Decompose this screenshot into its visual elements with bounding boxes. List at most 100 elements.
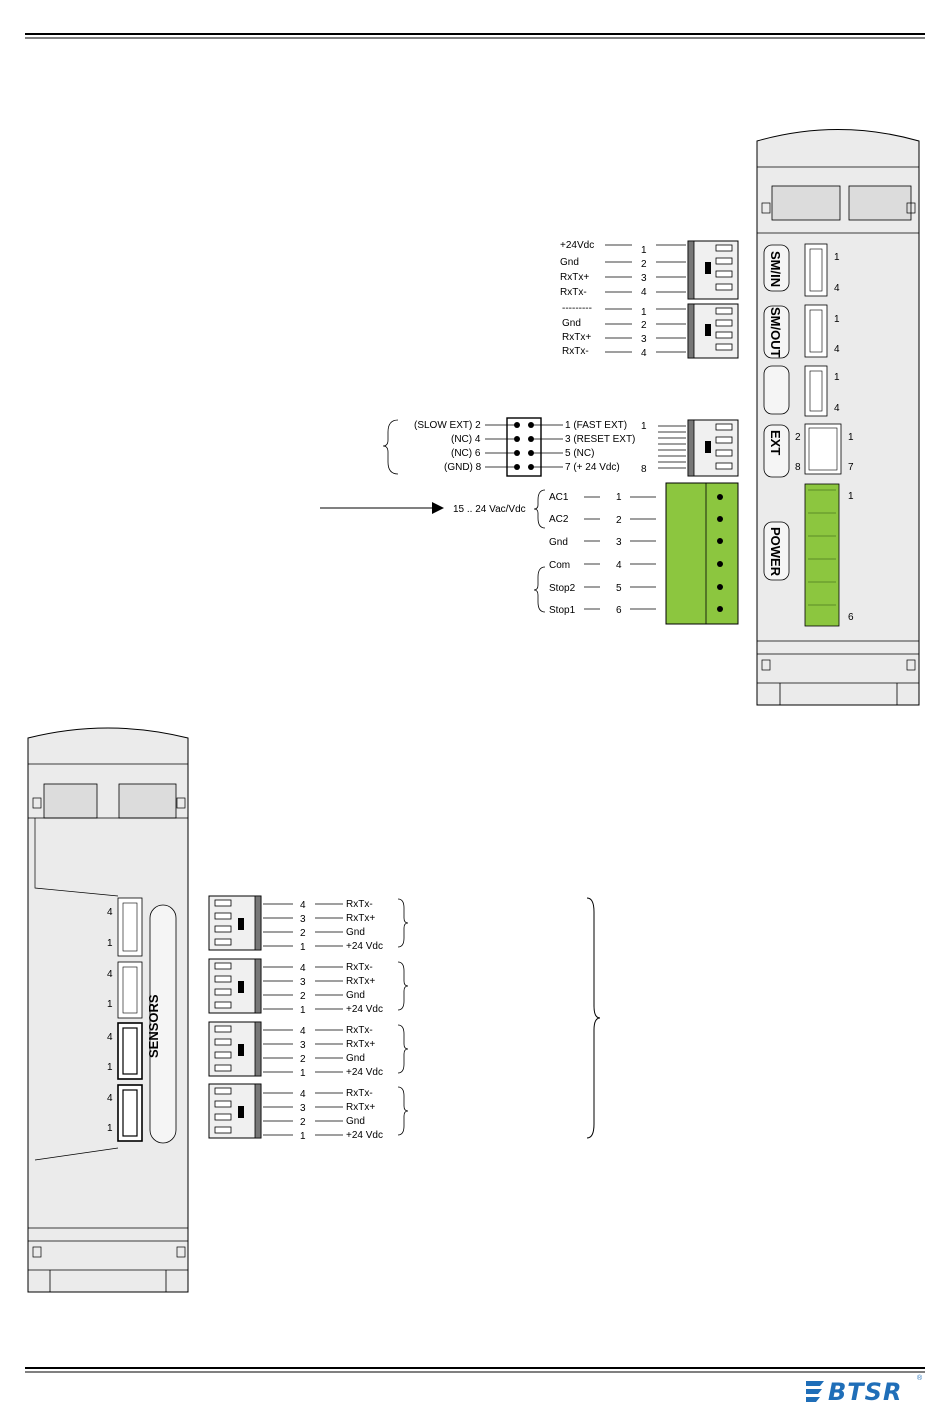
power-signal-3: Gnd	[549, 537, 568, 548]
pin-sm-out-4: 4	[834, 344, 840, 355]
module-top-body	[756, 129, 920, 706]
brand-logo: BTSR	[828, 1378, 903, 1406]
sm-in-signal-2: Gnd	[560, 257, 579, 268]
pin-aux-4: 4	[834, 403, 840, 414]
sm-out-number-2: 2	[641, 320, 647, 331]
module-bottom-body	[27, 727, 189, 1293]
sensor-plug-4-signal-4: +24 Vdc	[346, 1130, 383, 1141]
sensor-plug-2-number-1: 1	[300, 1005, 306, 1016]
power-number-2: 2	[616, 515, 622, 526]
sm-out-number-4: 4	[641, 348, 647, 359]
stop-brace	[533, 566, 546, 613]
supply-voltage-label: 15 .. 24 Vac/Vdc	[453, 504, 526, 515]
power-signal-5: Stop2	[549, 583, 576, 594]
sensor-socket-2-pin-4: 4	[107, 969, 113, 980]
sensor-socket-2-pin-1: 1	[107, 999, 113, 1010]
sensor-socket-1-pin-4: 4	[107, 907, 113, 918]
ext-left-2: (NC) 4	[451, 434, 481, 445]
page-footer-rule	[25, 1367, 925, 1373]
sm-out-signal-2: Gnd	[562, 318, 581, 329]
ext-plug-number-8: 8	[641, 464, 647, 475]
ext-right-1: 1 (FAST EXT)	[565, 420, 627, 431]
power-number-5: 5	[616, 583, 622, 594]
pin-ext-2: 2	[795, 432, 801, 443]
sm-in-number-2: 2	[641, 259, 647, 270]
supply-arrow	[320, 502, 444, 514]
sensor-plug-1-number-4: 4	[300, 900, 306, 911]
module-bottom-sockets	[117, 897, 143, 1142]
label-power: POWER	[768, 527, 783, 577]
sensor-plug-3-signal-1: RxTx-	[346, 1025, 373, 1036]
ext-left-3: (NC) 6	[451, 448, 481, 459]
label-ext: EXT	[768, 430, 783, 455]
sensor-plug-1	[208, 895, 409, 951]
sm-in-signal-1: +24Vdc	[560, 240, 594, 251]
pin-sm-in-1: 1	[834, 252, 840, 263]
sensor-plug-4-number-3: 3	[300, 1103, 306, 1114]
sensor-socket-4-pin-1: 1	[107, 1123, 113, 1134]
sensor-plug-1-number-3: 3	[300, 914, 306, 925]
power-number-4: 4	[616, 560, 622, 571]
sm-in-signal-3: RxTx+	[560, 272, 589, 283]
sensor-socket-3-pin-4: 4	[107, 1032, 113, 1043]
sensor-plug-3-number-1: 1	[300, 1068, 306, 1079]
module-top-sockets	[804, 243, 842, 627]
pin-aux-1: 1	[834, 372, 840, 383]
sensor-plug-2-signal-4: +24 Vdc	[346, 1004, 383, 1015]
sm-out-signal-4: RxTx-	[562, 346, 589, 357]
sensor-plug-4-signal-3: Gnd	[346, 1116, 365, 1127]
power-terminal-block	[584, 482, 739, 625]
power-number-1: 1	[616, 492, 622, 503]
sensor-plug-2-number-4: 4	[300, 963, 306, 974]
sm-out-number-1: 1	[641, 307, 647, 318]
page-header-rule	[25, 33, 925, 39]
sensor-plug-3-signal-3: Gnd	[346, 1053, 365, 1064]
pin-ext-7: 7	[848, 462, 854, 473]
power-number-3: 3	[616, 537, 622, 548]
power-number-6: 6	[616, 605, 622, 616]
label-sm-out: SM/OUT	[768, 307, 783, 358]
sensor-plug-3-signal-2: RxTx+	[346, 1039, 375, 1050]
sm-out-number-3: 3	[641, 334, 647, 345]
sensor-plug-4-number-1: 1	[300, 1131, 306, 1142]
pin-sm-out-1: 1	[834, 314, 840, 325]
sensor-socket-4-pin-4: 4	[107, 1093, 113, 1104]
sensor-plug-3-number-2: 2	[300, 1054, 306, 1065]
sensor-plug-1-signal-3: Gnd	[346, 927, 365, 938]
sensor-plug-2-signal-2: RxTx+	[346, 976, 375, 987]
sensor-plug-4-signal-2: RxTx+	[346, 1102, 375, 1113]
sensor-plug-1-signal-1: RxTx-	[346, 899, 373, 910]
sensor-plug-1-number-1: 1	[300, 942, 306, 953]
ext-right-3: 5 (NC)	[565, 448, 594, 459]
sensor-plug-4-number-4: 4	[300, 1089, 306, 1100]
pin-ext-8: 8	[795, 462, 801, 473]
sensor-plug-3-number-3: 3	[300, 1040, 306, 1051]
sensor-plug-2-signal-3: Gnd	[346, 990, 365, 1001]
ac-brace	[533, 489, 546, 529]
ext-pin-header	[382, 417, 563, 477]
sensor-plug-3-number-4: 4	[300, 1026, 306, 1037]
sm-out-plug	[605, 303, 739, 359]
sensor-plug-4-signal-1: RxTx-	[346, 1088, 373, 1099]
pin-ext-1: 1	[848, 432, 854, 443]
sensor-plug-4	[208, 1083, 409, 1139]
sensor-socket-3-pin-1: 1	[107, 1062, 113, 1073]
sensor-plug-2-number-3: 3	[300, 977, 306, 988]
sm-in-number-4: 4	[641, 287, 647, 298]
power-signal-6: Stop1	[549, 605, 576, 616]
sensor-plug-3	[208, 1021, 409, 1077]
pin-sm-in-4: 4	[834, 283, 840, 294]
ext-left-4: (GND) 8	[444, 462, 482, 473]
sensor-plug-3-signal-4: +24 Vdc	[346, 1067, 383, 1078]
sm-in-signal-4: RxTx-	[560, 287, 587, 298]
sensor-plug-1-signal-2: RxTx+	[346, 913, 375, 924]
sensor-plug-1-number-2: 2	[300, 928, 306, 939]
ext-plug	[658, 419, 739, 477]
pin-power-6: 6	[848, 612, 854, 623]
sensor-plug-4-number-2: 2	[300, 1117, 306, 1128]
sm-in-plug	[605, 240, 739, 300]
ext-right-2: 3 (RESET EXT)	[565, 434, 635, 445]
power-signal-1: AC1	[549, 492, 569, 503]
label-sensors: SENSORS	[146, 994, 161, 1058]
